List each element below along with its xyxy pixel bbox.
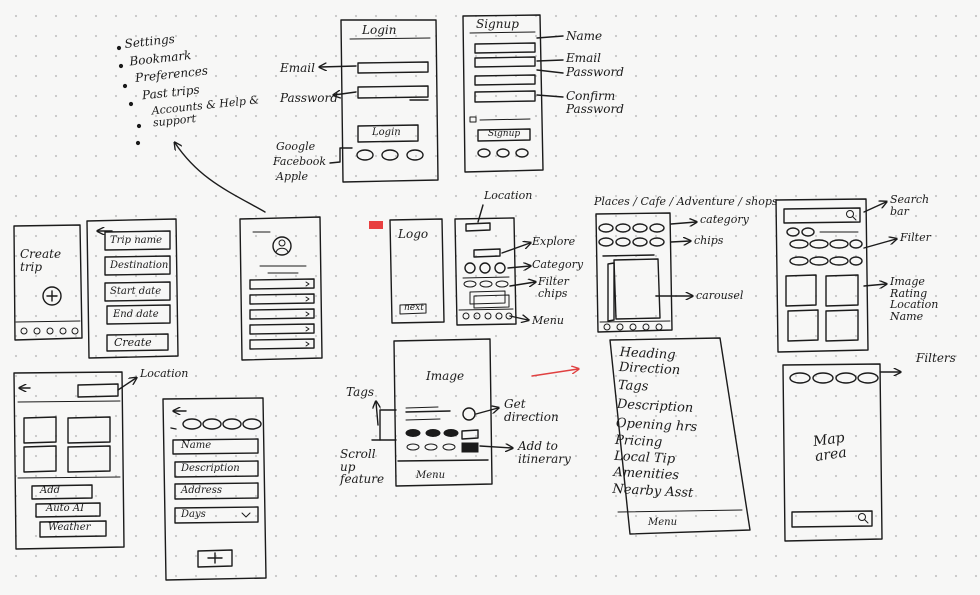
detail-image-title: Image (426, 369, 465, 383)
detail-annotation-itinerary: Add to itinerary (518, 439, 571, 466)
create-trip-title: Create trip (20, 247, 62, 274)
settings-bullets (116, 45, 142, 146)
profile-phone (239, 216, 323, 361)
map-area-label: Map area (812, 429, 848, 465)
home-annotation-menu: Menu (532, 314, 564, 327)
search-annotation-bar: Search bar (890, 193, 930, 218)
create-trip-form (86, 218, 179, 359)
signup-wireframe (462, 14, 564, 173)
signup-field-confirm: Confirm Password (566, 89, 624, 116)
detail-annotation-tags: Tags (346, 385, 375, 399)
login-social-facebook: Facebook (273, 155, 327, 168)
signup-button-label: Signup (488, 129, 521, 139)
places-annotation-carousel: carousel (696, 289, 744, 302)
home-annotation-filter-chips: Filter chips (538, 275, 569, 300)
login-email-label: Email (280, 61, 315, 75)
detail-line-opening-hours: Opening hrs (615, 415, 698, 435)
trip-location-auto-ai: Auto AI (46, 503, 85, 514)
login-button-label: Login (372, 127, 401, 138)
search-annotation-card: Image Rating Location Name (890, 275, 939, 323)
login-social-google: Google (276, 140, 316, 153)
login-social-apple: Apple (276, 170, 309, 183)
home-annotation-category: Category (532, 258, 584, 271)
splash-logo: Logo (398, 227, 429, 241)
login-password-label: Password (280, 91, 338, 105)
detail-menu: Menu (416, 470, 446, 481)
create-trip-phone (13, 224, 83, 341)
create-trip-field-name: Trip name (110, 235, 163, 246)
home-phone (454, 204, 535, 326)
add-place-field-description: Description (181, 463, 240, 474)
detail-line-description: Description (616, 396, 694, 416)
splash-phone (369, 218, 445, 324)
add-place-phone (162, 397, 267, 581)
detail-line-tags: Tags (617, 378, 649, 395)
add-place-field-address: Address (181, 485, 222, 496)
map-annotation-filters: Filters (916, 351, 956, 365)
places-phone (595, 212, 696, 333)
detail-phone (371, 338, 578, 487)
detail-line-amenities: Amenities (612, 465, 680, 484)
detail-line-direction: Direction (618, 359, 681, 378)
trip-location-weather: Weather (48, 522, 91, 533)
trip-location-annotation: Location (140, 367, 189, 380)
search-annotation-filter: Filter (900, 231, 931, 244)
signup-field-password: Password (566, 65, 624, 79)
detail-annotation-direction: Get direction (504, 397, 559, 424)
detail-text-list: Heading Direction Tags Description Openi… (612, 345, 701, 501)
settings-list: Settings Bookmark Preferences Past trips… (124, 24, 263, 131)
splash-next-badge: next (404, 303, 424, 313)
login-wireframe (320, 19, 439, 183)
places-header: Places / Cafe / Adventure / shops (594, 195, 778, 208)
signup-field-name: Name (566, 29, 603, 43)
search-phone (775, 198, 896, 353)
detail-annotation-scroll: Scroll up feature (340, 447, 385, 487)
signup-title: Signup (476, 17, 519, 31)
create-trip-field-destination: Destination (110, 260, 169, 271)
red-marker (369, 221, 383, 229)
places-annotation-category: category (700, 213, 749, 226)
detail-line-local-tip: Local Tip (613, 448, 676, 467)
detail-text-phone (609, 337, 751, 535)
home-annotation-explore: Explore (532, 235, 576, 248)
signup-field-email: Email (566, 51, 601, 65)
add-place-field-days: Days (181, 509, 206, 520)
add-place-field-name: Name (181, 440, 212, 451)
home-annotation-location: Location (484, 189, 533, 202)
create-trip-field-end: End date (113, 309, 159, 320)
trip-location-add: Add (40, 485, 61, 496)
detail-text-menu: Menu (648, 517, 678, 528)
create-trip-field-start: Start date (110, 286, 162, 297)
create-trip-button: Create (114, 336, 152, 349)
places-annotation-chips: chips (694, 234, 724, 247)
trip-location-phone (13, 371, 136, 550)
login-title: Login (362, 23, 397, 37)
map-phone (782, 363, 900, 542)
